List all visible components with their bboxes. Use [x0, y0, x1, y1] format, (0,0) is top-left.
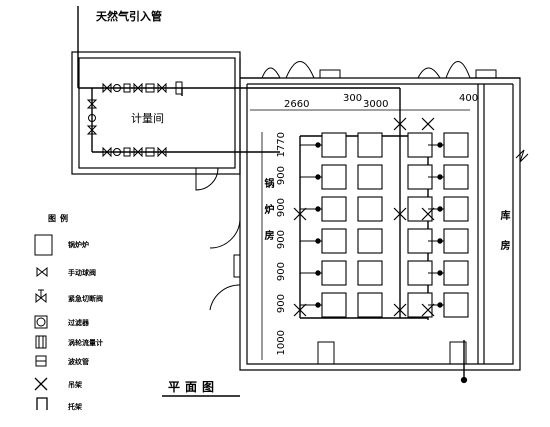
storage-room-label: 库房: [498, 210, 509, 270]
dim-left-4: 900: [276, 230, 287, 250]
legend-title: 图例: [48, 214, 72, 223]
meter-room-door: [195, 167, 219, 191]
boiler-2-4: [443, 164, 469, 190]
boiler-room-label: 锅炉房: [262, 178, 273, 256]
building-inner-wall: [246, 84, 514, 365]
connector-valve-6-1: [315, 302, 321, 308]
boiler-5-4: [443, 260, 469, 286]
legend-label-hanger: 吊架: [68, 381, 82, 389]
legend-icons: [34, 234, 53, 410]
connector-valve-2-2: [437, 174, 443, 180]
hanger-mark-6: [421, 117, 435, 131]
legend-label-ball-valve: 手动球阀: [68, 269, 96, 277]
boiler-3-4: [443, 196, 469, 222]
meter-room-label: 计量间: [131, 112, 164, 125]
boiler-2-2: [357, 164, 383, 190]
top-window-1: [261, 67, 281, 79]
boiler-1-1: [321, 132, 347, 158]
hanger-mark-3: [393, 117, 407, 131]
dim-top-3: 3000: [363, 99, 389, 110]
boiler-1-2: [357, 132, 383, 158]
plan-title: 平面图: [168, 380, 220, 394]
dim-left-7: 1000: [276, 330, 287, 356]
boiler-4-1: [321, 228, 347, 254]
boiler-3-1: [321, 196, 347, 222]
connector-valve-3-2: [437, 206, 443, 212]
bottom-window-1: [317, 341, 335, 365]
boiler-5-1: [321, 260, 347, 286]
legend-label-filter: 过滤器: [68, 319, 89, 327]
boiler-6-1: [321, 292, 347, 318]
hanger-icon: [34, 377, 48, 391]
hanger-mark-5: [393, 303, 407, 317]
connector-valve-1-2: [437, 142, 443, 148]
dim-top-4: 400: [459, 93, 479, 104]
top-window-5: [445, 61, 471, 79]
dim-left-3: 900: [276, 198, 287, 218]
boiler-5-2: [357, 260, 383, 286]
dim-left-6: 900: [276, 294, 287, 314]
connector-valve-1-1: [315, 142, 321, 148]
boiler-connectors: [300, 142, 444, 308]
boiler-4-4: [443, 228, 469, 254]
left-window: [233, 254, 241, 278]
legend-label-bracket: 托架: [68, 403, 82, 411]
top-window-4: [417, 67, 441, 79]
hanger-marks: [293, 117, 435, 317]
filter-icon: [34, 315, 48, 329]
left-door-1: [209, 219, 241, 249]
break-line: [515, 149, 529, 163]
top-window-6: [475, 69, 497, 79]
legend-label-shutoff-valve: 紧急切断阀: [68, 295, 103, 303]
dim-left-1: 1770: [276, 132, 287, 158]
boiler-1-4: [443, 132, 469, 158]
connector-valve-4-2: [437, 238, 443, 244]
hanger-mark-2: [293, 303, 307, 317]
boiler-grid: [321, 132, 469, 318]
legend-label-flowmeter: 涡轮流量计: [68, 339, 103, 347]
hanger-mark-4: [393, 207, 407, 221]
hanger-mark-8: [421, 303, 435, 317]
top-pipe-fittings: [102, 81, 183, 95]
dim-top-1: 2660: [284, 99, 310, 110]
manual-ball-valve-icon: [36, 266, 48, 278]
connector-valve-2-1: [315, 174, 321, 180]
boiler-icon: [34, 234, 53, 256]
dim-left-2: 900: [276, 166, 287, 186]
boiler-6-2: [357, 292, 383, 318]
hanger-mark-7: [421, 207, 435, 221]
connector-valve-6-2: [437, 302, 443, 308]
connector-valve-4-1: [315, 238, 321, 244]
bottom-pipe-fittings: [102, 146, 167, 158]
boiler-4-2: [357, 228, 383, 254]
boiler-3-2: [357, 196, 383, 222]
legend-label-boiler: 锅炉炉: [68, 241, 89, 249]
connector-valve-5-1: [315, 270, 321, 276]
emergency-shutoff-valve-icon: [35, 289, 47, 304]
meter-room-wall-inner: [78, 57, 236, 169]
bracket-icon: [36, 397, 48, 410]
riser-end: [460, 376, 468, 384]
top-window-3: [319, 69, 341, 79]
boiler-2-1: [321, 164, 347, 190]
flexible-hose-icon: [35, 355, 47, 367]
dim-left-5: 900: [276, 262, 287, 282]
bottom-window-2: [449, 341, 467, 365]
left-door-2: [209, 284, 241, 311]
connector-valve-3-1: [315, 206, 321, 212]
hanger-mark-1: [293, 207, 307, 221]
left-pipe-fittings: [86, 99, 98, 135]
connector-valve-5-2: [437, 270, 443, 276]
top-window-2: [285, 61, 315, 79]
gas-inlet-label: 天然气引入管: [96, 10, 162, 23]
dim-top-2: 300: [343, 93, 363, 104]
turbine-flowmeter-icon: [35, 335, 47, 349]
legend-label-hose: 波纹管: [68, 358, 89, 366]
boiler-6-4: [443, 292, 469, 318]
